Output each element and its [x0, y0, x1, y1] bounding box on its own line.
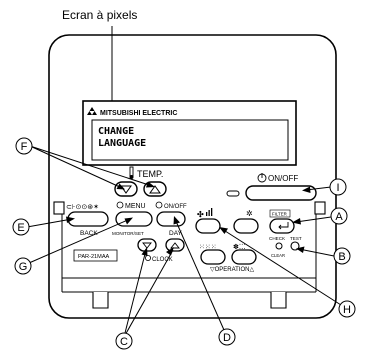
- latch-left: [92, 292, 109, 309]
- sun-icon: ✲: [246, 209, 253, 218]
- lcd-line-2: LANGUAGE: [98, 138, 146, 149]
- menu-label: MENU: [125, 203, 146, 210]
- svg-text:G: G: [19, 261, 28, 273]
- clock-up-button[interactable]: [165, 238, 185, 252]
- svg-text:A: A: [335, 211, 343, 223]
- callout-G: G: [14, 257, 32, 275]
- filter-button[interactable]: [269, 218, 295, 234]
- timer-on-off-label: ON/OFF: [164, 204, 187, 210]
- lcd-line-1: CHANGE: [98, 126, 134, 137]
- menu-label-group: MENU: [116, 201, 146, 210]
- svg-text:I: I: [336, 182, 339, 194]
- clock-label: CLOCK: [152, 257, 173, 263]
- model-badge: [73, 249, 118, 262]
- filter-label-box: [269, 209, 291, 218]
- mitsubishi-logo-icon: [87, 107, 97, 115]
- mode-icon-right: ✽⁚⁚⁚: [233, 243, 246, 251]
- operation-label-text: OPERATION: [215, 267, 250, 273]
- hinge-right: [314, 201, 326, 215]
- check-button[interactable]: [275, 242, 283, 250]
- triangle-down-icon: [142, 242, 152, 249]
- callout-I: I: [329, 178, 347, 196]
- callout-D: D: [218, 328, 236, 346]
- svg-text:F: F: [21, 141, 28, 153]
- enter-arrow-icon: [278, 222, 289, 230]
- callout-arrowheads: [66, 181, 311, 256]
- timer-on-off-label-group: ON/OFF: [155, 201, 187, 210]
- fan-speed-button[interactable]: [233, 218, 259, 234]
- filter-label: FILTER: [272, 212, 287, 217]
- hinge-left: [53, 201, 65, 215]
- caption-pixel-screen: Ecran à pixels: [62, 8, 138, 22]
- menu-power-icon: [116, 201, 124, 209]
- on-off-button[interactable]: [245, 185, 317, 201]
- triangle-down-icon: [120, 185, 132, 194]
- callout-A: A: [330, 207, 348, 225]
- svg-text:B: B: [338, 251, 345, 263]
- operation-lamp: [226, 190, 240, 197]
- test-label: TEST: [290, 236, 302, 241]
- svg-text:✣: ✣: [197, 210, 204, 219]
- svg-text:D: D: [223, 332, 231, 344]
- callout-C: C: [115, 332, 133, 350]
- back-label: BACK: [80, 230, 98, 237]
- on-off-label: ON/OFF: [268, 174, 298, 183]
- check-label: CHECK: [269, 236, 286, 241]
- monitor-set-label: MONITOR/SET: [112, 231, 144, 236]
- triangle-up-icon: [170, 242, 180, 249]
- signal-icon: ✣: [197, 208, 213, 219]
- callout-H: H: [338, 300, 356, 318]
- triangle-up-icon: [149, 185, 161, 194]
- power-icon: [257, 173, 267, 183]
- latch-right: [270, 292, 287, 309]
- lcd-screen: [91, 119, 289, 161]
- timer-mode-icons: ⊂⊦⊙⊙⊛✶: [66, 203, 99, 211]
- vane-button[interactable]: [195, 218, 221, 234]
- clock-icon: [144, 254, 151, 261]
- timer-power-icon: [155, 201, 163, 209]
- svg-text:H: H: [343, 304, 351, 316]
- menu-button[interactable]: [115, 211, 153, 227]
- temp-label: TEMP.: [137, 169, 163, 179]
- operation-up-button[interactable]: [231, 249, 257, 265]
- temp-icon: [129, 166, 134, 179]
- callout-leaders: [26, 145, 342, 338]
- operation-label: ▽OPERATION△: [210, 267, 255, 273]
- filter-button-group: FILTER: [269, 209, 291, 218]
- timer-on-off-button[interactable]: [156, 211, 186, 227]
- callout-F: F: [15, 137, 33, 155]
- test-button[interactable]: [290, 241, 300, 251]
- callout-E: E: [12, 218, 30, 236]
- svg-text:C: C: [120, 336, 128, 348]
- svg-text:E: E: [17, 222, 24, 234]
- mode-icon-left: ⁙⁙⁙: [199, 244, 217, 251]
- brand-text: MITSUBISHI ELECTRIC: [100, 110, 177, 117]
- callout-B: B: [333, 247, 351, 265]
- operation-down-button[interactable]: [200, 249, 226, 265]
- model-label: PAR-21MAA: [78, 254, 110, 260]
- day-label: DAY: [169, 230, 183, 237]
- clear-label: CLEAR: [271, 253, 285, 258]
